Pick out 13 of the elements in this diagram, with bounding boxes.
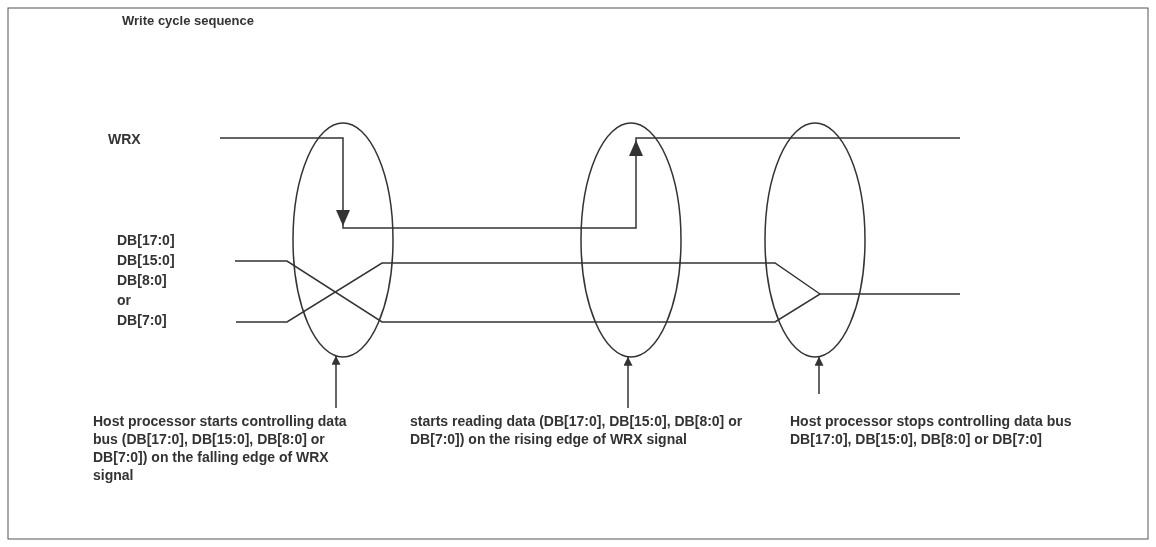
bus-name: DB[7:0] bbox=[117, 311, 167, 329]
bus-name: DB[15:0] bbox=[117, 251, 175, 269]
bus-name: DB[8:0] bbox=[117, 271, 167, 289]
arrow bbox=[623, 356, 633, 409]
bus-name: or bbox=[117, 291, 131, 309]
arrow bbox=[814, 355, 824, 395]
annotation-text: Host processor stops controlling data bus DB[17:0], DB[15:0], DB[8:0] or DB[7:0] bbox=[790, 412, 1073, 448]
annotation-text: starts reading data (DB[17:0], DB[15:0], DB[8:0] or DB[7:0]) on the rising edge of WRX signal bbox=[410, 412, 744, 448]
annotation-text: Host processor starts controlling data bus (DB[17:0], DB[15:0], DB[8:0] or DB[7:0]) on the falling edge of WRX signal bbox=[93, 412, 348, 484]
arrow bbox=[331, 355, 341, 409]
bus-name: DB[17:0] bbox=[117, 231, 175, 249]
signal-name: WRX bbox=[108, 130, 141, 148]
diagram-title: Write cycle sequence bbox=[122, 12, 254, 30]
